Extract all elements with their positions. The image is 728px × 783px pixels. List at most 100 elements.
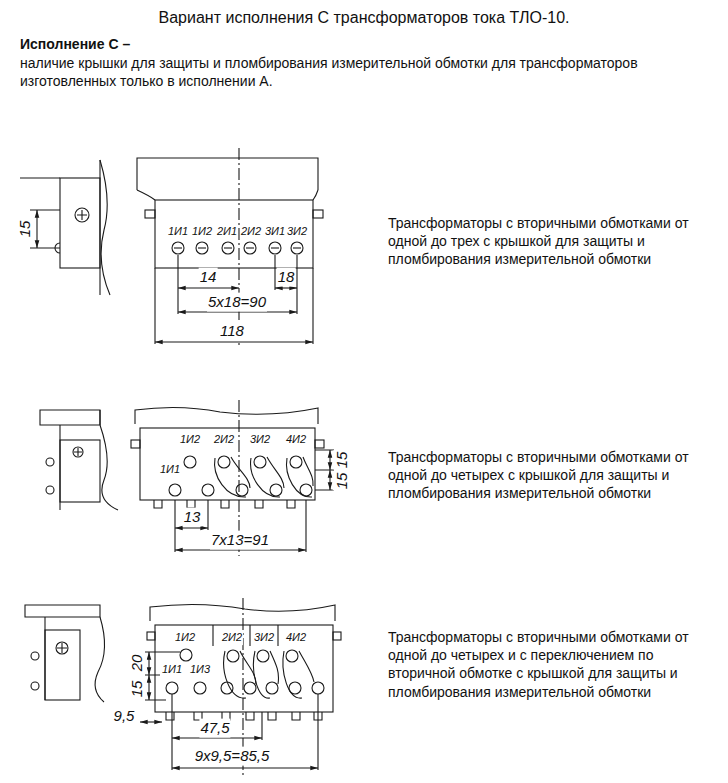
terminal-screw [312, 682, 324, 694]
drawing-line [178, 287, 239, 288]
drawing-line [148, 652, 149, 675]
terminal-screw [254, 456, 266, 468]
drawing-line [238, 148, 239, 348]
drawing-line [283, 651, 314, 698]
dimension-label: 15 [16, 220, 35, 239]
drawing-line [155, 255, 313, 344]
terminal-label: 1И2 [174, 631, 196, 645]
drawing-line [74, 448, 82, 456]
terminal-screw [202, 484, 214, 496]
terminal-screw [46, 458, 54, 466]
dimension-label: 20 [128, 654, 147, 673]
terminal-screw [75, 208, 89, 222]
drawing-line [224, 247, 232, 248]
terminal-screw [266, 682, 278, 694]
drawing-line [333, 632, 341, 640]
drawing-line [253, 651, 278, 698]
terminal-screw [227, 650, 239, 662]
drawing-line [175, 549, 306, 550]
front-view-3 [140, 598, 341, 775]
dimension-label: 9,5 [113, 707, 136, 726]
drawing-line [99, 160, 100, 295]
drawing-line [271, 247, 279, 248]
drawing-line [172, 737, 262, 738]
drawing-line [60, 440, 100, 502]
drawing-line [137, 158, 318, 190]
drawing-line [315, 450, 334, 490]
drawing-line [251, 457, 284, 497]
terminal-screw [291, 242, 303, 254]
description-text: Трансформаторы с вторичными обмотками от… [388, 448, 698, 503]
terminal-label: 1И1 [161, 663, 183, 677]
terminal-label: 2И2 [213, 433, 235, 447]
dimension-label: 15 [333, 472, 352, 491]
terminal-label: 1И1 [167, 225, 189, 239]
drawing-line [329, 470, 330, 490]
drawing-line [40, 410, 100, 425]
drawing-line [155, 625, 333, 712]
dimension-label: 118 [219, 322, 245, 341]
drawing-line [175, 500, 306, 552]
terminal-label: 1И3 [189, 663, 211, 677]
drawing-line [131, 440, 140, 448]
terminal-screw [166, 682, 178, 694]
terminal-screw [257, 650, 269, 662]
drawing-line [172, 694, 318, 770]
terminal-label: 3И2 [249, 433, 271, 447]
section-heading: Исполнение С – [20, 36, 130, 54]
terminal-screw [46, 486, 54, 494]
drawing-line [172, 767, 318, 768]
drawing-line [57, 643, 67, 653]
dimension-label: 47,5 [199, 719, 230, 738]
terminal-screw [290, 456, 302, 468]
drawing-line [215, 457, 250, 497]
drawing-line [60, 178, 100, 268]
drawing-line [100, 160, 110, 295]
terminal-screw [31, 652, 39, 660]
drawing-line [246, 247, 254, 248]
drawing-line [147, 632, 155, 640]
terminal-screw [222, 242, 234, 254]
terminal-label: 1И2 [191, 225, 213, 239]
drawing-line [287, 457, 314, 497]
terminal-label: 1И1 [159, 463, 181, 477]
drawing-line [213, 625, 278, 646]
terminal-label: 3И2 [286, 225, 308, 239]
drawing-line [198, 247, 206, 248]
terminal-screw [218, 456, 230, 468]
drawing-line [25, 605, 100, 617]
dimension-label: 13 [183, 508, 202, 527]
terminal-screw [236, 484, 248, 496]
terminal-screw [56, 642, 68, 654]
drawing-line [100, 410, 118, 510]
dimension-label: 14 [199, 268, 218, 287]
side-view-2 [40, 410, 118, 510]
drawing-line [45, 630, 80, 700]
terminal-label: 3И1 [264, 225, 286, 239]
drawing-line [166, 712, 322, 720]
drawing-line [155, 341, 313, 342]
terminal-label: 2И2 [240, 225, 262, 239]
side-view-3 [25, 605, 105, 702]
dimension-label: 15 [333, 451, 352, 470]
drawing-line [145, 210, 155, 218]
terminal-screw [180, 649, 192, 661]
description-text: Трансформаторы с вторичными обмотками от… [388, 628, 698, 701]
drawing-line [135, 407, 318, 424]
terminal-label: 4И2 [285, 631, 307, 645]
description-text: Трансформаторы с вторичными обмотками от… [388, 214, 698, 269]
dimension-label: 15 [128, 680, 147, 699]
terminal-screw [244, 242, 256, 254]
drawing-line [178, 311, 297, 312]
drawing-line [313, 210, 323, 218]
drawing-line [315, 440, 324, 448]
terminal-screw [196, 242, 208, 254]
terminal-screw [270, 484, 282, 496]
terminal-label: 4И2 [285, 433, 307, 447]
drawing-line [137, 190, 318, 200]
dimension-label: 7x13=91 [210, 531, 270, 550]
drawing-line [20, 148, 341, 775]
dimension-label: 9x9,5=85,5 [194, 747, 271, 766]
front-view-1 [137, 148, 323, 348]
